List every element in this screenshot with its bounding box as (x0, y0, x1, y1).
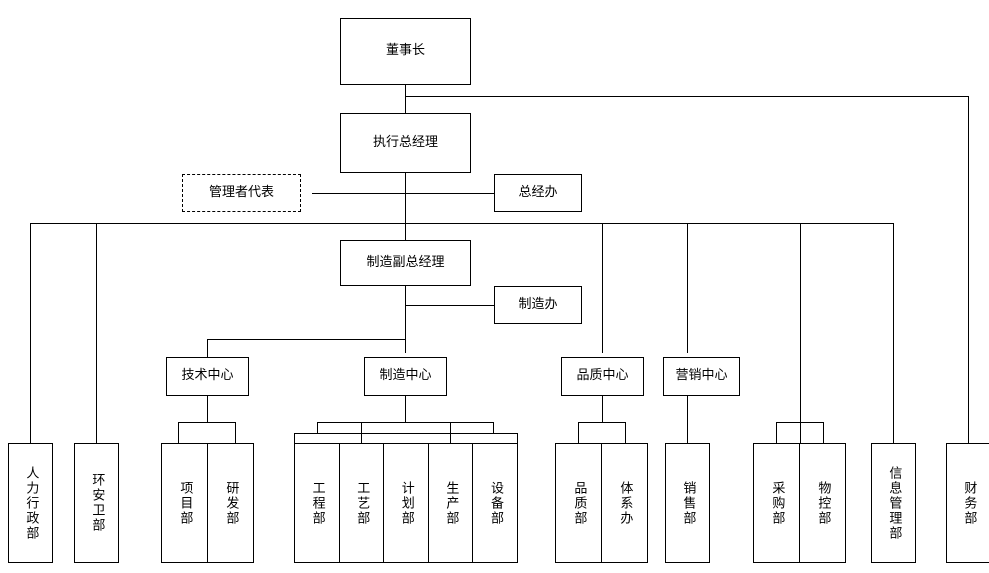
dept-hr-admin[interactable]: 人力行政部 (8, 443, 53, 563)
connector-mfg-tick-2 (450, 422, 451, 443)
node-chairman[interactable]: 董事长 (340, 18, 471, 85)
dept-hr-admin-label: 人力行政部 (23, 465, 39, 541)
connector-chairman-trunk (405, 85, 406, 113)
dept-purchasing-label: 采购部 (769, 480, 785, 526)
connector-tech-bridge (178, 422, 236, 443)
dept-sales-label: 销售部 (680, 480, 696, 526)
dept-planning[interactable]: 计划部 (384, 444, 429, 562)
connector-mfg-bridge-inner (317, 422, 494, 433)
connector-centers-bus (207, 339, 406, 340)
dept-quality[interactable]: 品质部 (556, 444, 602, 562)
node-chairman-label: 董事长 (385, 43, 425, 59)
connector-purchasing-bridge (776, 422, 824, 443)
dept-process[interactable]: 工艺部 (340, 444, 385, 562)
dept-engineering-label: 工程部 (309, 480, 325, 526)
dept-group-technology: 项目部 研发部 (161, 443, 254, 563)
connector-bus-drop-marketing (687, 223, 688, 353)
dept-purchasing[interactable]: 采购部 (754, 444, 800, 562)
connector-quality-trunk (602, 396, 603, 422)
dept-planning-label: 计划部 (398, 480, 414, 526)
connector-mfg-tick-1 (361, 422, 362, 443)
dept-system-office[interactable]: 体系办 (602, 444, 647, 562)
dept-finance-label: 财务部 (961, 480, 977, 526)
dept-process-label: 工艺部 (354, 480, 370, 526)
node-management-representative-label: 管理者代表 (208, 184, 274, 200)
dept-ehs-label: 环安卫部 (89, 473, 105, 533)
connector-mfgvgm-sidebar (405, 305, 494, 306)
node-technology-center[interactable]: 技术中心 (166, 357, 249, 396)
node-gm-office-label: 总经办 (518, 184, 558, 200)
dept-production-label: 生产部 (443, 480, 459, 526)
connector-bus-drop-quality (602, 223, 603, 353)
dept-finance[interactable]: 财务部 (946, 443, 989, 563)
node-manufacturing-center-label: 制造中心 (379, 368, 432, 384)
connector-mfgvgm-trunk (405, 286, 406, 353)
node-manufacturing-vice-gm-label: 制造副总经理 (366, 254, 445, 270)
connector-main-bus (30, 223, 893, 224)
node-exec-gm[interactable]: 执行总经理 (340, 113, 471, 173)
connector-quality-bridge (578, 422, 626, 443)
node-marketing-center-label: 营销中心 (675, 368, 728, 384)
node-management-representative[interactable]: 管理者代表 (182, 174, 301, 212)
node-manufacturing-center[interactable]: 制造中心 (364, 357, 447, 396)
connector-bus-drop-info (893, 223, 894, 443)
connector-mfg-trunk (405, 396, 406, 422)
dept-equipment[interactable]: 设备部 (473, 444, 517, 562)
connector-tech-drop (207, 339, 208, 357)
connector-tech-trunk (207, 396, 208, 422)
dept-production[interactable]: 生产部 (429, 444, 474, 562)
connector-bus-drop-hr (30, 223, 31, 443)
dept-rnd-label: 研发部 (223, 480, 239, 526)
connector-bus-drop-purchasing (800, 223, 801, 443)
node-quality-center-label: 品质中心 (576, 368, 629, 384)
connector-finance-drop (968, 96, 969, 443)
connector-top-bus (405, 96, 968, 97)
dept-group-quality: 品质部 体系办 (555, 443, 648, 563)
dept-project-label: 项目部 (177, 480, 193, 526)
connector-bus-drop-ehs (96, 223, 97, 443)
dept-system-office-label: 体系办 (617, 480, 633, 526)
dept-engineering[interactable]: 工程部 (295, 444, 340, 562)
dept-project[interactable]: 项目部 (162, 444, 208, 562)
node-manufacturing-office-label: 制造办 (518, 296, 558, 312)
node-marketing-center[interactable]: 营销中心 (663, 357, 740, 396)
node-quality-center[interactable]: 品质中心 (561, 357, 644, 396)
dept-rnd[interactable]: 研发部 (208, 444, 253, 562)
node-manufacturing-office[interactable]: 制造办 (494, 286, 582, 324)
dept-info-management[interactable]: 信息管理部 (871, 443, 916, 563)
node-technology-center-label: 技术中心 (181, 368, 234, 384)
dept-material-control[interactable]: 物控部 (800, 444, 845, 562)
dept-equipment-label: 设备部 (487, 480, 503, 526)
connector-execgm-sidebar (312, 193, 494, 194)
dept-ehs[interactable]: 环安卫部 (74, 443, 119, 563)
node-gm-office[interactable]: 总经办 (494, 174, 582, 212)
dept-info-management-label: 信息管理部 (886, 465, 902, 541)
dept-sales[interactable]: 销售部 (665, 443, 710, 563)
connector-execgm-trunk (405, 173, 406, 240)
node-manufacturing-vice-gm[interactable]: 制造副总经理 (340, 240, 471, 286)
connector-mfg-bridge-outer (294, 433, 518, 443)
dept-group-manufacturing: 工程部 工艺部 计划部 生产部 设备部 (294, 443, 518, 563)
node-exec-gm-label: 执行总经理 (372, 134, 438, 150)
dept-group-supply: 采购部 物控部 (753, 443, 846, 563)
connector-marketing-trunk (687, 396, 688, 443)
dept-material-control-label: 物控部 (815, 480, 831, 526)
dept-quality-label: 品质部 (571, 480, 587, 526)
